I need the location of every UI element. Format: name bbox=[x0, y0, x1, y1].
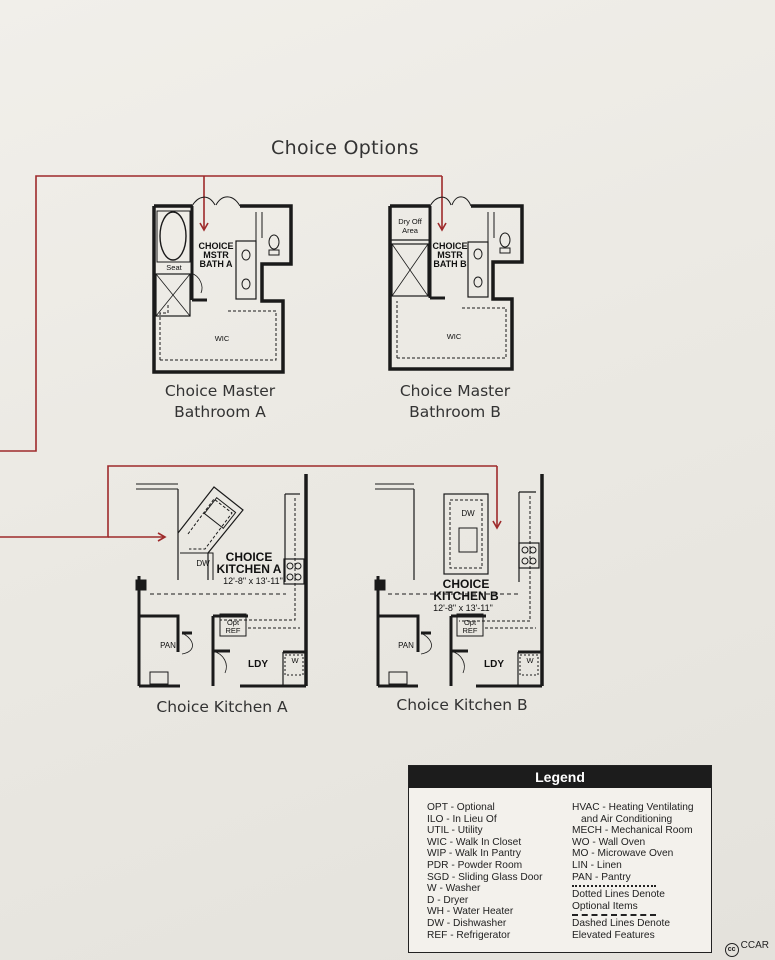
legend-item: PAN - Pantry bbox=[572, 871, 631, 883]
legend-item: REF - Refrigerator bbox=[427, 929, 511, 941]
bath-a-wic-label: WIC bbox=[215, 334, 230, 343]
plan-bath-b bbox=[388, 196, 524, 371]
legend-item: D - Dryer bbox=[427, 894, 469, 906]
legend-item: WIP - Walk In Pantry bbox=[427, 848, 521, 860]
kitchen-b-dw-label: DW bbox=[461, 509, 475, 518]
kitchen-b-label-1: CHOICE bbox=[443, 577, 490, 591]
kitchen-b-ldy-label: LDY bbox=[484, 659, 504, 670]
plan-kitchen-b bbox=[374, 474, 544, 688]
kitchen-a-dims: 12'-8" x 13'-11" bbox=[223, 576, 283, 586]
dotted-rule bbox=[572, 885, 656, 888]
kitchen-a-labels: CHOICE KITCHEN A 12'-8" x 13'-11" DW Opt… bbox=[160, 550, 299, 670]
legend-item: W - Washer bbox=[427, 883, 481, 895]
caption-bath-a: Choice Master Bathroom A bbox=[140, 381, 300, 423]
legend-item: DW - Dishwasher bbox=[427, 917, 507, 929]
kitchen-connector-line bbox=[0, 465, 497, 538]
bath-b-label-3: BATH B bbox=[433, 259, 467, 269]
caption-bath-b-line-1: Choice Master bbox=[399, 382, 511, 400]
legend-dashed-line-2: Elevated Features bbox=[572, 929, 655, 941]
legend-item: ILO - In Lieu Of bbox=[427, 813, 497, 825]
kitchen-a-dw-label: DW bbox=[196, 559, 210, 568]
legend-dotted-line-1: Dotted Lines Denote bbox=[572, 889, 665, 901]
caption-bath-a-line-1: Choice Master bbox=[164, 382, 276, 400]
bath-a-label-3: BATH A bbox=[200, 259, 233, 269]
kitchen-b-w-label: W bbox=[526, 656, 534, 665]
kitchen-b-labels: CHOICE KITCHEN B 12'-8" x 13'-11" DW Opt… bbox=[398, 509, 534, 670]
legend-item: UTIL - Utility bbox=[427, 825, 483, 837]
cc-logo-icon: cc bbox=[724, 943, 739, 957]
page-title: Choice Options bbox=[271, 137, 419, 159]
legend-item: and Air Conditioning bbox=[581, 813, 673, 825]
caption-kitchen-b: Choice Kitchen B bbox=[396, 696, 528, 714]
kitchen-a-pan-label: PAN bbox=[160, 641, 176, 650]
legend-box: Legend OPT - Optional ILO - In Lieu Of U… bbox=[408, 765, 712, 953]
legend-dashed-line-1: Dashed Lines Denote bbox=[572, 918, 670, 930]
kitchen-a-label-1: CHOICE bbox=[226, 550, 273, 564]
legend-right-column: HVAC - Heating Ventilating and Air Condi… bbox=[572, 802, 694, 942]
bath-b-label-2: MSTR bbox=[437, 250, 463, 260]
legend-item: MO - Microwave Oven bbox=[572, 848, 674, 860]
legend-item: PDR - Powder Room bbox=[427, 859, 523, 871]
caption-bath-a-line-2: Bathroom A bbox=[174, 403, 266, 421]
legend-item: WH - Water Heater bbox=[427, 906, 514, 918]
bath-b-dryoff-1: Dry Off bbox=[398, 217, 423, 226]
watermark-text: CCAR bbox=[740, 940, 769, 951]
legend-item: OPT - Optional bbox=[427, 802, 495, 813]
legend-item: SGD - Sliding Glass Door bbox=[427, 871, 543, 883]
kitchen-b-label-2: KITCHEN B bbox=[433, 589, 499, 603]
caption-bath-b-line-2: Bathroom B bbox=[409, 403, 501, 421]
bath-a-seat-label: Seat bbox=[166, 263, 182, 272]
bath-b-label-1: CHOICE bbox=[432, 241, 467, 251]
bath-b-labels: Dry Off Area CHOICE MSTR BATH B WIC bbox=[398, 217, 467, 341]
kitchen-b-dims: 12'-8" x 13'-11" bbox=[433, 603, 493, 613]
kitchen-b-pan-label: PAN bbox=[398, 641, 414, 650]
kitchen-a-w-label: W bbox=[291, 656, 299, 665]
bath-b-dryoff-2: Area bbox=[402, 226, 419, 235]
caption-bath-b: Choice Master Bathroom B bbox=[375, 381, 535, 423]
legend-item: WO - Wall Oven bbox=[572, 836, 646, 848]
caption-kitchen-a: Choice Kitchen A bbox=[156, 698, 288, 716]
kitchen-b-opt-label: Opt bbox=[464, 618, 477, 627]
plan-bath-a bbox=[152, 196, 293, 374]
legend-item: WIC - Walk In Closet bbox=[427, 836, 522, 848]
plan-kitchen-a bbox=[135, 474, 308, 688]
bath-connector-line bbox=[0, 175, 442, 452]
connector-lines bbox=[0, 175, 502, 542]
kitchen-a-label-2: KITCHEN A bbox=[217, 562, 282, 576]
kitchen-a-ref-label: REF bbox=[226, 626, 241, 635]
kitchen-a-opt-label: Opt bbox=[227, 618, 240, 627]
bath-a-label-1: CHOICE bbox=[198, 241, 233, 251]
legend-title: Legend bbox=[409, 766, 711, 788]
dashed-rule bbox=[572, 914, 656, 917]
kitchen-a-ldy-label: LDY bbox=[248, 659, 268, 670]
legend-item: LIN - Linen bbox=[572, 859, 622, 871]
kitchen-b-ref-label: REF bbox=[463, 626, 478, 635]
bath-a-label-2: MSTR bbox=[203, 250, 229, 260]
bath-b-wic-label: WIC bbox=[447, 332, 462, 341]
legend-dotted-line-2: Optional Items bbox=[572, 900, 638, 912]
legend-item: HVAC - Heating Ventilating bbox=[572, 802, 694, 813]
legend-left-column: OPT - Optional ILO - In Lieu Of UTIL - U… bbox=[427, 802, 543, 941]
legend-item: MECH - Mechanical Room bbox=[572, 825, 693, 837]
bath-a-labels: CHOICE MSTR BATH A Seat WIC bbox=[166, 241, 233, 343]
